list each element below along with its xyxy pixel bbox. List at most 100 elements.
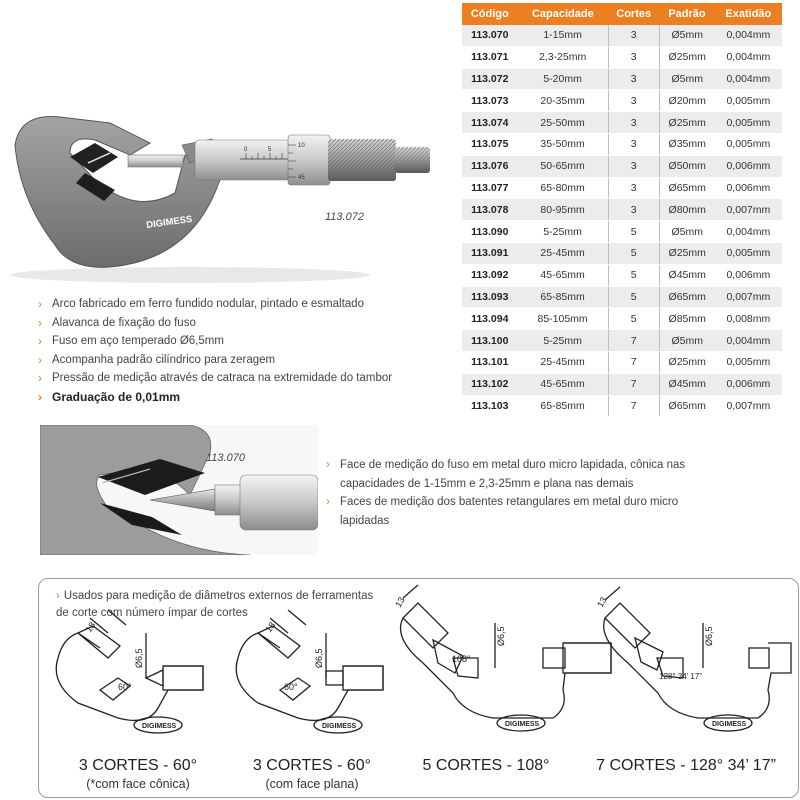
cell-padrao: Ø5mm [659,25,715,47]
cell-codigo: 113.101 [462,351,518,374]
cell-exatidao: 0,005mm [714,133,782,156]
diagram-3-dim-a: 13 [393,595,407,609]
cell-cortes: 5 [607,220,660,243]
cell-exatidao: 0,005mm [714,111,782,134]
cell-padrao: Ø25mm [659,111,715,134]
diagram-3-caption: 5 CORTES - 108° [386,757,586,775]
cell-exatidao: 0,004mm [714,329,782,352]
diagram-2-caption-main: 3 CORTES - 60° [252,757,372,774]
cell-capacidade: 5-20mm [517,68,609,91]
cell-codigo: 113.077 [462,177,518,200]
col-header-capacidade: Capacidade [517,3,609,25]
cell-padrao: Ø45mm [659,373,715,396]
cell-padrao: Ø5mm [659,329,715,352]
cell-codigo: 113.070 [462,25,518,47]
diagram-2-angle: 60° [284,682,298,692]
diagram-4-dim-b: Ø6,5 [704,626,714,646]
cell-cortes: 5 [607,264,660,287]
cell-capacidade: 25-50mm [517,111,609,134]
cell-codigo: 113.073 [462,89,518,113]
cell-codigo: 113.093 [462,286,518,309]
cell-capacidade: 25-45mm [517,242,609,265]
diagram-1-caption: 3 CORTES - 60° (*com face cônica) [38,757,238,793]
cell-capacidade: 5-25mm [517,329,609,352]
cell-capacidade: 65-80mm [517,177,609,200]
diagram-1-caption-sub: (*com face cônica) [86,777,190,791]
cell-cortes: 3 [607,25,660,47]
cell-capacidade: 2,3-25mm [517,46,609,69]
cell-padrao: Ø85mm [659,307,715,331]
cell-capacidade: 65-85mm [517,286,609,309]
cell-exatidao: 0,005mm [714,351,782,374]
diagram-4-angle: 128° 34’ 17” [659,672,702,681]
col-header-codigo: Código [462,3,518,25]
anvil-detail-photo [40,425,318,555]
cell-capacidade: 85-105mm [517,307,609,331]
sleeve-scale-5: 5 [268,147,272,153]
cell-exatidao: 0,004mm [714,46,782,69]
cell-exatidao: 0,004mm [714,68,782,91]
diagram-1-angle: 60° [118,682,132,692]
cell-padrao: Ø5mm [659,68,715,91]
cell-cortes: 3 [607,111,660,134]
cell-cortes: 7 [607,351,660,374]
hero-product-code: 113.072 [325,211,364,223]
cell-exatidao: 0,006mm [714,155,782,178]
cell-cortes: 3 [607,133,660,156]
col-header-padrao: Padrão [659,3,715,25]
cell-codigo: 113.078 [462,198,518,222]
cell-exatidao: 0,006mm [714,373,782,396]
usage-note: ›Usados para medição de diâmetros extern… [56,588,376,622]
diagram-3-angle: 108° [452,654,471,664]
diagram-1-caption-main: 3 CORTES - 60° [78,757,198,774]
cell-cortes: 3 [607,177,660,200]
cell-codigo: 113.075 [462,133,518,156]
spec-table: Código Capacidade Cortes Padrão Exatidão… [462,3,782,418]
cell-codigo: 113.091 [462,242,518,265]
diagram-2-caption: 3 CORTES - 60° (com face plana) [212,757,412,793]
diagram-3-caption-main: 5 CORTES - 108° [422,757,550,774]
cell-exatidao: 0,006mm [714,177,782,200]
cell-padrao: Ø25mm [659,351,715,374]
feature-item: Pressão de medição através de catraca na… [38,369,392,388]
cell-padrao: Ø20mm [659,89,715,113]
diagram-2-dim-a: 18 [263,620,277,634]
cell-capacidade: 80-95mm [517,198,609,222]
micrometer-photo: 0 5 10 45 DIGIMESS [10,116,430,283]
cell-cortes: 7 [607,329,660,352]
cell-capacidade: 45-65mm [517,373,609,396]
cell-codigo: 113.076 [462,155,518,178]
diagram-2-caption-sub: (com face plana) [265,777,359,791]
diagram-2-brand: DIGIMESS [322,723,357,730]
thimble-scale-10: 10 [298,143,305,149]
cell-exatidao: 0,007mm [714,286,782,309]
cell-cortes: 5 [607,307,660,331]
cell-codigo: 113.094 [462,307,518,331]
cell-capacidade: 5-25mm [517,220,609,243]
cell-padrao: Ø65mm [659,286,715,309]
diagram-1-brand: DIGIMESS [142,723,177,730]
col-header-exatidao: Exatidão [714,3,782,25]
cell-capacidade: 25-45mm [517,351,609,374]
cell-capacidade: 65-85mm [517,395,609,418]
feature-item: Fuso em aço temperado Ø6,5mm [38,332,392,351]
bullet-arrow-icon: › [56,590,60,602]
cell-capacidade: 20-35mm [517,89,609,113]
diagram-drawings: 18 Ø6,5 60° DIGIMESS 18 Ø6,5 60° DIGIMES… [55,584,792,734]
cell-codigo: 113.074 [462,111,518,134]
detail-note: Face de medição do fuso em metal duro mi… [326,456,686,493]
cell-exatidao: 0,004mm [714,25,782,47]
cell-exatidao: 0,005mm [714,242,782,265]
